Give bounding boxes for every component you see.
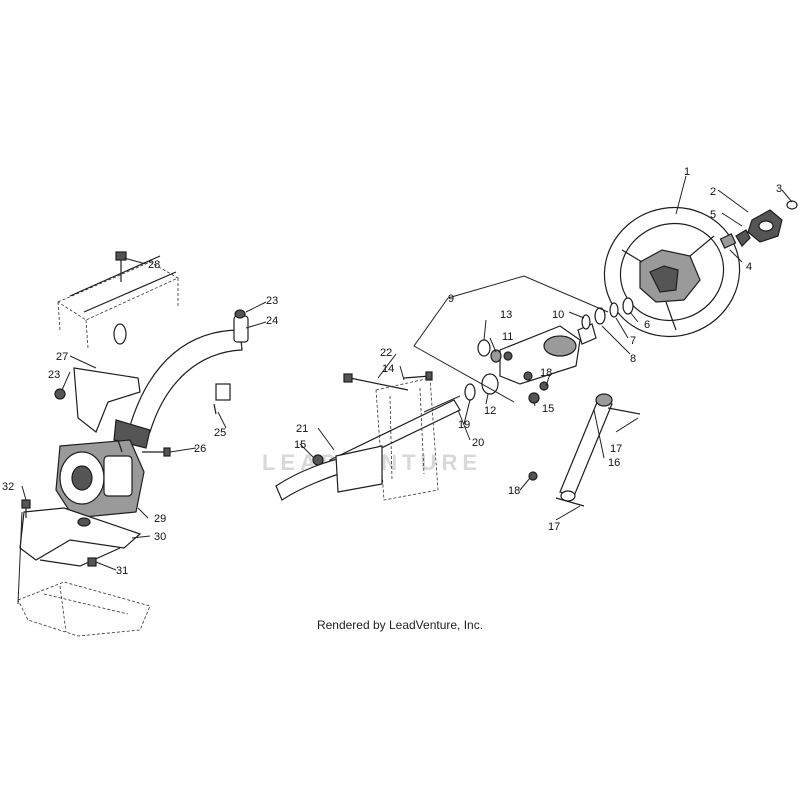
callout-4: 4 <box>746 261 752 273</box>
bolt-26 <box>142 447 171 457</box>
callout-32: 32 <box>2 481 14 493</box>
eps-motor-29 <box>55 439 145 519</box>
callout-11: 11 <box>502 331 513 343</box>
callout-7: 7 <box>630 335 636 347</box>
bolts-14-22 <box>343 371 433 391</box>
callout-23a: 23 <box>48 369 60 381</box>
column-bracket <box>499 323 597 385</box>
callout-29: 29 <box>154 513 166 525</box>
callout-6: 6 <box>644 319 650 331</box>
callout-22: 22 <box>380 347 392 359</box>
callout-18a: 18 <box>540 367 552 379</box>
callout-16: 16 <box>608 457 620 469</box>
callout-17b: 17 <box>548 521 560 533</box>
callout-2: 2 <box>710 186 716 198</box>
callout-19: 19 <box>458 419 470 431</box>
mount-30 <box>19 507 142 567</box>
callout-15a: 15 <box>294 439 306 451</box>
callout-31: 31 <box>116 565 128 577</box>
callout-17a: 17 <box>610 443 622 455</box>
callout-20: 20 <box>472 437 484 449</box>
callout-18b: 18 <box>508 485 520 497</box>
footer-credit: Rendered by LeadVenture, Inc. <box>316 618 484 632</box>
callout-23b: 23 <box>266 295 278 307</box>
callout-13: 13 <box>500 309 512 321</box>
callout-21: 21 <box>296 423 308 435</box>
bracket-27 <box>54 367 141 433</box>
shock-16 <box>555 393 641 507</box>
callout-10: 10 <box>552 309 564 321</box>
callout-12: 12 <box>484 405 496 417</box>
steering-cap <box>747 200 798 243</box>
callout-26: 26 <box>194 443 206 455</box>
washer-10 <box>581 314 591 330</box>
callout-30: 30 <box>154 531 166 543</box>
callout-27: 27 <box>56 351 68 363</box>
callout-8: 8 <box>630 353 636 365</box>
wheel-nut <box>719 229 751 249</box>
nuts-15-18 <box>312 381 549 481</box>
callout-5: 5 <box>710 209 716 221</box>
callout-numbers: 1 2 3 4 5 6 7 8 9 10 11 12 13 14 15 15 1… <box>2 166 782 577</box>
clip-23-24 <box>213 309 249 415</box>
bolt-28 <box>115 251 127 282</box>
callout-15b: 15 <box>542 403 554 415</box>
lower-frame <box>17 581 151 637</box>
leader-lines <box>17 175 793 605</box>
bushings-11-12-13 <box>464 339 502 401</box>
steering-wheel <box>603 206 741 338</box>
callout-28: 28 <box>148 259 160 271</box>
callout-9: 9 <box>448 293 454 305</box>
callout-25: 25 <box>214 427 226 439</box>
callout-24: 24 <box>266 315 278 327</box>
callout-1: 1 <box>684 166 690 178</box>
callout-14: 14 <box>382 363 394 375</box>
mounting-plate <box>335 377 439 501</box>
washers-6-7-8 <box>594 297 634 325</box>
callout-3: 3 <box>776 183 782 195</box>
upper-frame <box>57 255 179 349</box>
